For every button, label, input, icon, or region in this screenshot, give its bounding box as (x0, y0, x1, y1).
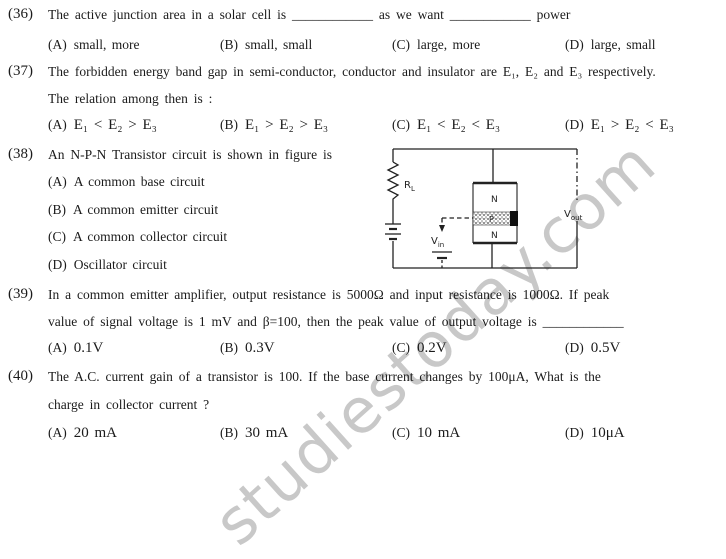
option-text: E₁ > E₂ < E₃ (590, 117, 674, 133)
option-b: (B) 30 mA (220, 425, 288, 442)
option-label: (C) (392, 117, 410, 132)
arrow-down-icon (439, 225, 445, 232)
question-stem: The active junction area in a solar cell… (48, 7, 571, 22)
option-c: (C) E₁ < E₂ < E₃ (392, 117, 500, 134)
option-label: (D) (565, 37, 584, 52)
option-text: E₁ < E₂ > E₃ (73, 117, 157, 133)
option-text: 0.2V (417, 340, 447, 356)
option-d: (D) large, small (565, 37, 655, 53)
option-text: 0.3V (245, 340, 275, 356)
option-label: (A) (48, 117, 67, 132)
option-text: 20 mA (73, 425, 117, 441)
vout-label: Vout (564, 209, 583, 222)
option-text: A common base circuit (73, 174, 205, 189)
option-label: (D) (565, 340, 584, 355)
question-stem: The relation among then is : (48, 91, 213, 106)
option-label: (B) (220, 425, 238, 440)
option-label: (B) (220, 37, 238, 52)
option-label: (C) (392, 340, 410, 355)
option-text: large, small (590, 37, 656, 52)
option-text: large, more (417, 37, 481, 52)
option-c: (C) large, more (392, 37, 480, 53)
option-text: 10μA (590, 425, 625, 441)
option-c: (C) 0.2V (392, 340, 447, 357)
option-text: small, more (73, 37, 140, 52)
option-c: (C) A common collector circuit (48, 229, 227, 245)
n-region-label: N (491, 231, 498, 241)
option-text: A common emitter circuit (73, 202, 219, 217)
vin-label: Vin (431, 236, 444, 249)
option-label: (D) (48, 257, 67, 272)
option-a: (A) E₁ < E₂ > E₃ (48, 117, 157, 134)
option-text: 10 mA (417, 425, 461, 441)
load-resistor-label: RL (404, 180, 415, 193)
option-b: (B) A common emitter circuit (48, 202, 218, 218)
option-label: (D) (565, 117, 584, 132)
option-text: E₁ > E₂ > E₃ (245, 117, 329, 133)
question-stem: The forbidden energy band gap in semi-co… (48, 64, 656, 79)
question-stem: An N-P-N Transistor circuit is shown in … (48, 147, 332, 162)
option-label: (A) (48, 340, 67, 355)
option-text: Oscillator circuit (73, 257, 167, 272)
battery-supply (385, 223, 401, 241)
option-label: (B) (220, 117, 238, 132)
option-text: 0.5V (590, 340, 621, 356)
option-b: (B) E₁ > E₂ > E₃ (220, 117, 328, 134)
option-text: small, small (245, 37, 313, 52)
option-label: (A) (48, 174, 67, 189)
option-label: (D) (565, 425, 584, 440)
option-c: (C) 10 mA (392, 425, 460, 442)
question-number: (39) (8, 286, 33, 302)
option-d: (D) 0.5V (565, 340, 620, 357)
option-a: (A) 20 mA (48, 425, 117, 442)
option-text: 0.1V (73, 340, 104, 356)
base-contact (510, 211, 518, 226)
option-text: E₁ < E₂ < E₃ (417, 117, 501, 133)
option-a: (A) A common base circuit (48, 174, 205, 190)
npn-transistor-circuit-figure: RL N P N Vin Vout (385, 148, 583, 269)
option-d: (D) 10μA (565, 425, 625, 442)
option-label: (A) (48, 37, 67, 52)
resistor-zigzag (386, 161, 400, 200)
option-label: (C) (48, 229, 66, 244)
option-label: (B) (48, 202, 66, 217)
option-b: (B) small, small (220, 37, 312, 53)
option-label: (C) (392, 425, 410, 440)
option-label: (C) (392, 37, 410, 52)
p-region-label: P (489, 215, 494, 224)
question-stem: value of signal voltage is 1 mV and β=10… (48, 314, 624, 329)
option-a: (A) small, more (48, 37, 140, 53)
question-number: (37) (8, 63, 33, 79)
option-label: (B) (220, 340, 238, 355)
option-label: (A) (48, 425, 67, 440)
option-text: 30 mA (245, 425, 289, 441)
question-number: (38) (8, 146, 33, 162)
question-stem: In a common emitter amplifier, output re… (48, 287, 610, 302)
option-d: (D) E₁ > E₂ < E₃ (565, 117, 674, 134)
option-b: (B) 0.3V (220, 340, 275, 357)
question-number: (36) (8, 6, 33, 22)
option-d: (D) Oscillator circuit (48, 257, 167, 273)
question-stem: charge in collector current ? (48, 397, 210, 412)
input-battery (432, 251, 452, 260)
option-text: A common collector circuit (73, 229, 228, 244)
option-a: (A) 0.1V (48, 340, 103, 357)
question-number: (40) (8, 368, 33, 384)
n-region-label: N (491, 195, 498, 205)
question-stem: The A.C. current gain of a transistor is… (48, 369, 601, 384)
